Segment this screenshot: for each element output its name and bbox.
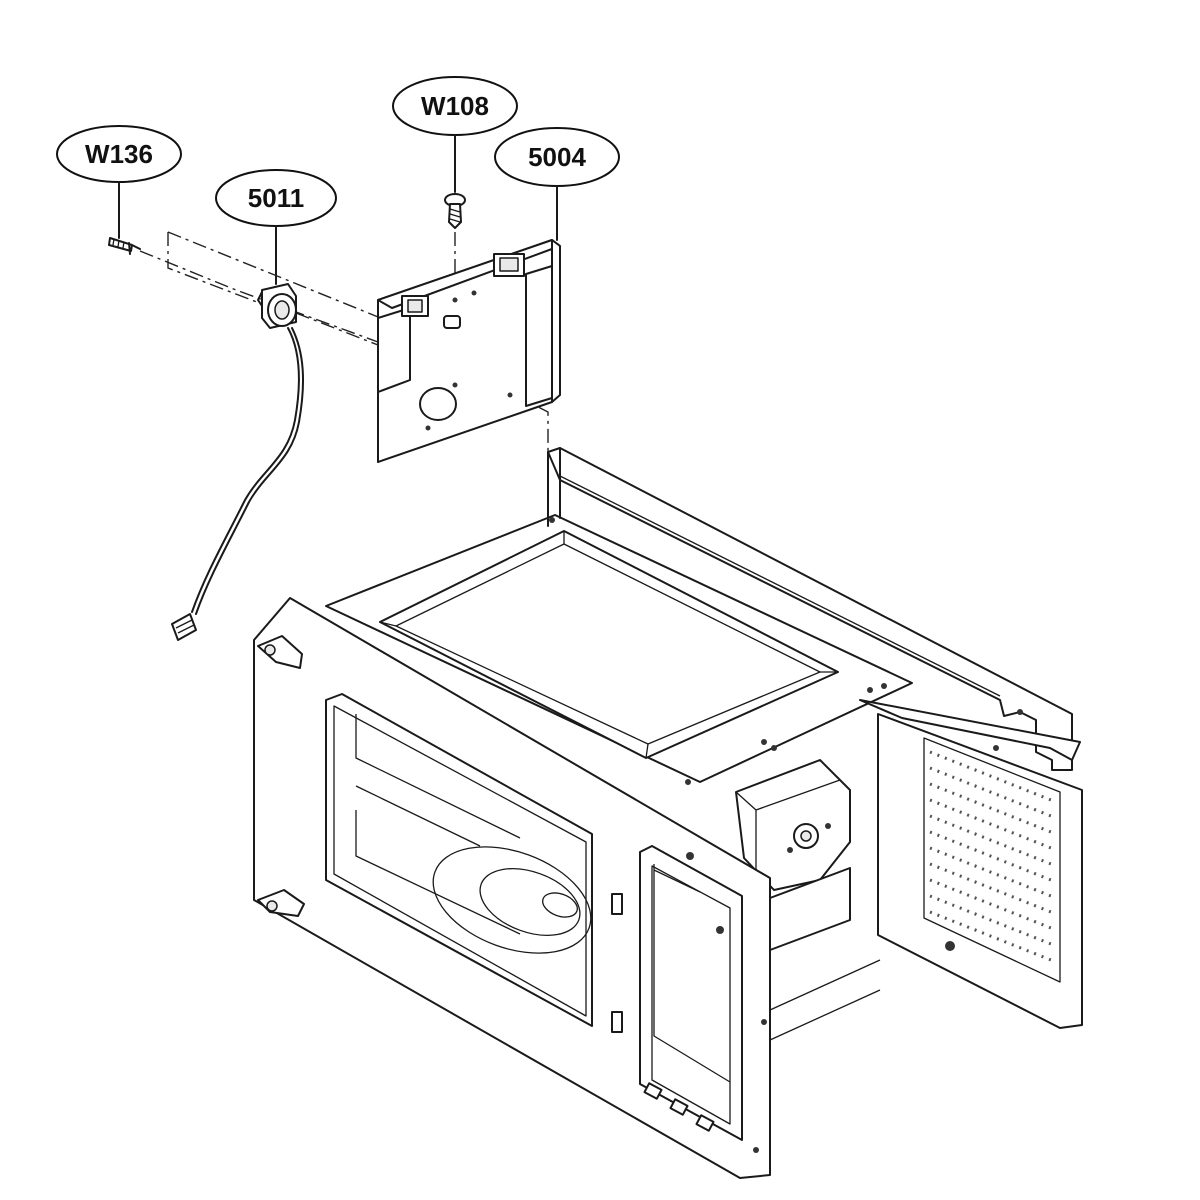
microwave-chassis bbox=[253, 447, 1083, 1179]
callout-5011: 5011 bbox=[215, 169, 337, 285]
callout-5004: 5004 bbox=[494, 127, 620, 241]
callout-w108-label: W108 bbox=[421, 91, 489, 121]
callout-5004-label: 5004 bbox=[528, 142, 586, 172]
callout-w108: W108 bbox=[392, 76, 518, 193]
bracket-5004 bbox=[377, 239, 561, 463]
sensor-5011 bbox=[171, 283, 305, 641]
callout-w136-label: W136 bbox=[85, 139, 153, 169]
screw-w136 bbox=[108, 237, 141, 255]
callout-w136: W136 bbox=[56, 125, 182, 239]
screw-w108 bbox=[444, 193, 466, 229]
callout-5011-label: 5011 bbox=[248, 183, 304, 213]
